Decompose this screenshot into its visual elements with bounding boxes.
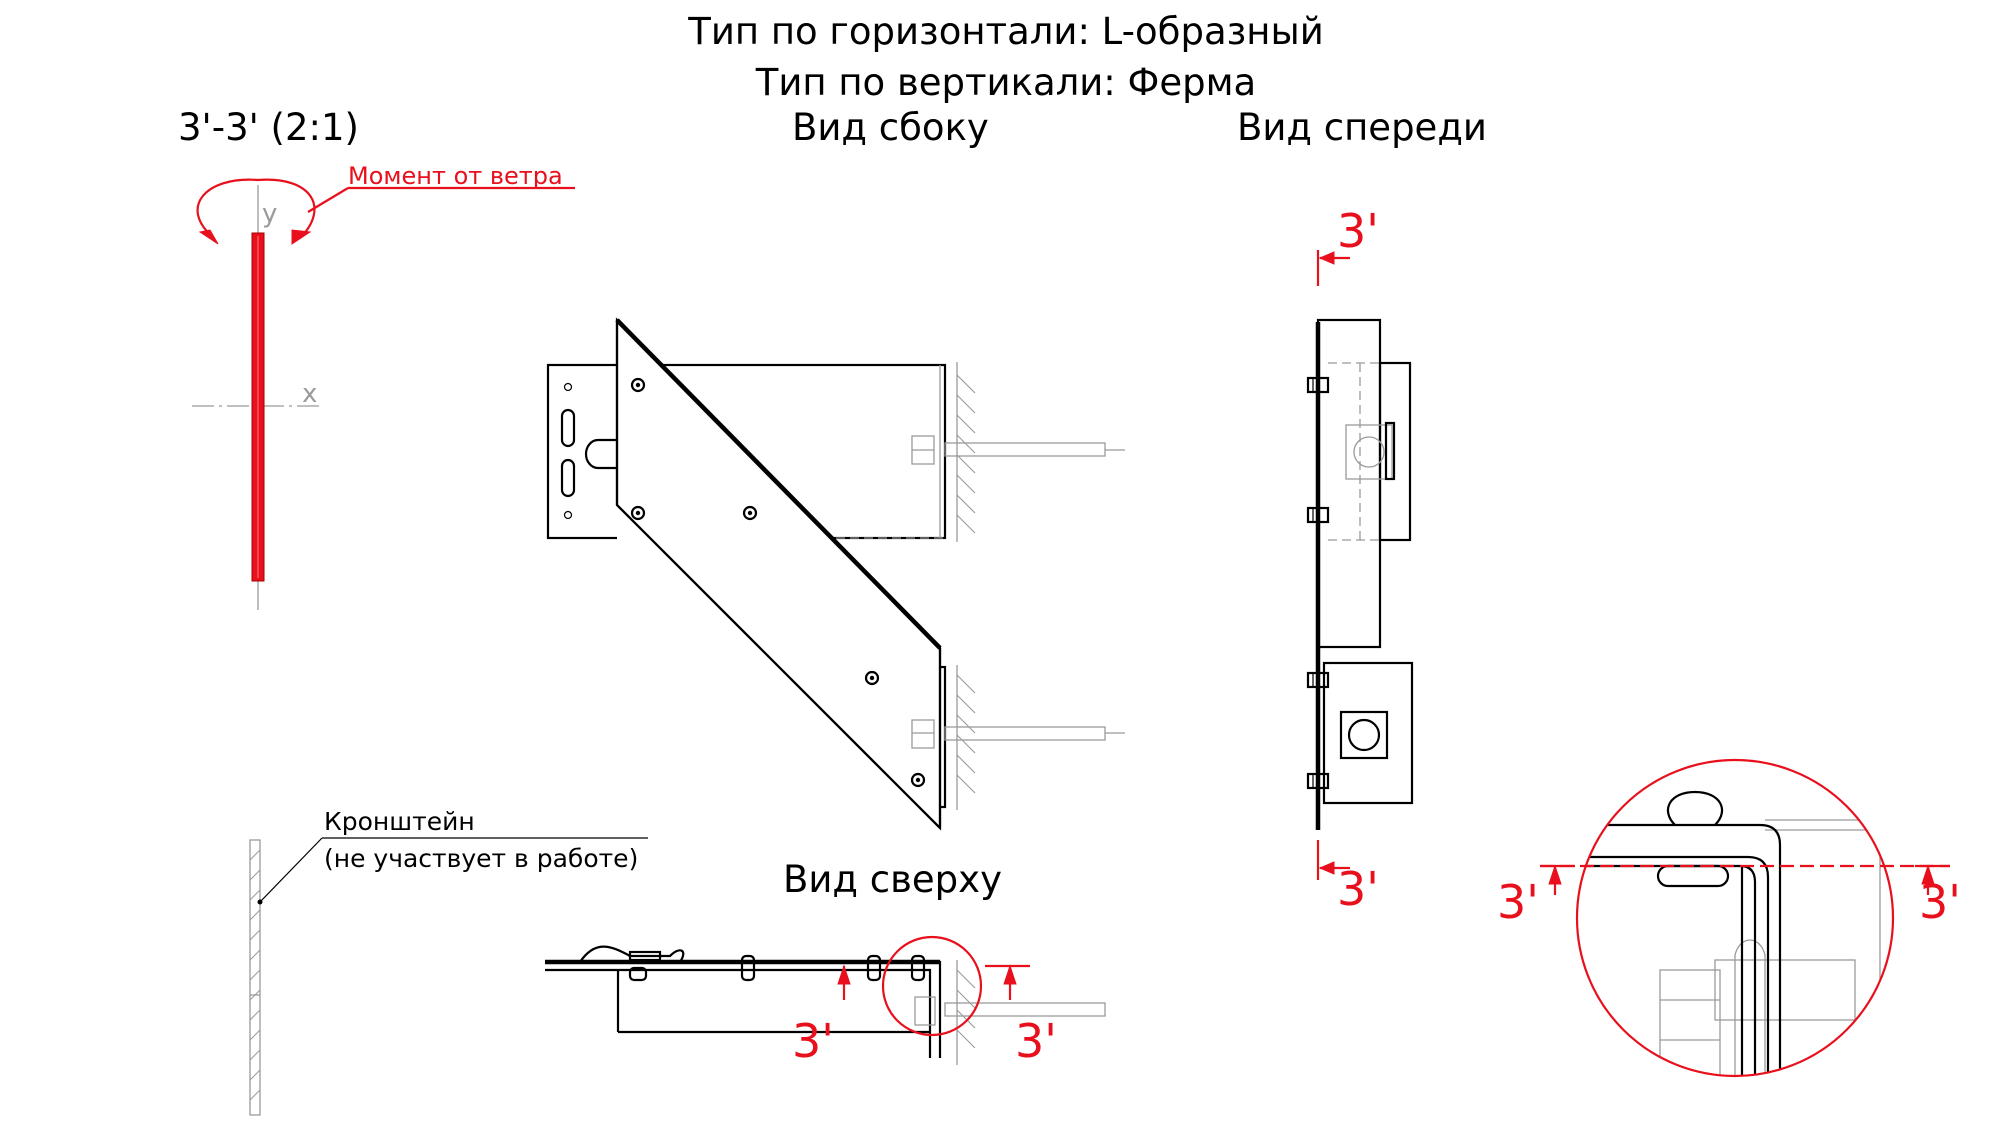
section-label: 3'-3' (2:1) <box>178 106 359 149</box>
top-rivets <box>628 954 926 982</box>
axis-y-label: y <box>262 199 277 229</box>
truss-plate <box>617 320 940 828</box>
side-rivets <box>630 377 926 788</box>
bracket-note-line2: (не участвует в работе) <box>324 844 638 873</box>
detail-section-mark-left: 3' <box>1497 875 1539 929</box>
top-view: 3' 3' <box>545 935 1106 1068</box>
section-mark-bottom: 3' <box>1337 862 1379 916</box>
detail-view: 3' 3' <box>1497 758 1961 1078</box>
top-view-title: Вид сверху <box>783 858 1002 901</box>
bracket-note: Кронштейн (не участвует в работе) <box>249 807 648 1116</box>
section-3-3: Момент от ветра y x <box>192 162 575 610</box>
axis-x-label: x <box>302 379 317 409</box>
detail-section-mark-right: 3' <box>1919 875 1961 929</box>
side-anchor-bolts <box>911 435 1125 749</box>
front-view-title: Вид спереди <box>1237 106 1487 149</box>
wind-moment-label: Момент от ветра <box>348 162 563 190</box>
section-mark-top-view-left: 3' <box>792 1014 834 1068</box>
bracket-note-line1: Кронштейн <box>324 807 475 836</box>
detail-callout-circle <box>881 935 983 1037</box>
title-horizontal-type: Тип по горизонтали: L-образный <box>687 10 1324 53</box>
front-rivets <box>1306 376 1330 790</box>
section-mark-top-view-right: 3' <box>1015 1014 1057 1068</box>
side-view-title: Вид сбоку <box>792 106 989 149</box>
title-vertical-type: Тип по вертикали: Ферма <box>755 61 1256 104</box>
detail-circle <box>1575 758 1895 1078</box>
side-view <box>546 317 1125 831</box>
section-mark-top: 3' <box>1337 204 1379 258</box>
front-view: 3' 3' <box>1306 204 1414 916</box>
